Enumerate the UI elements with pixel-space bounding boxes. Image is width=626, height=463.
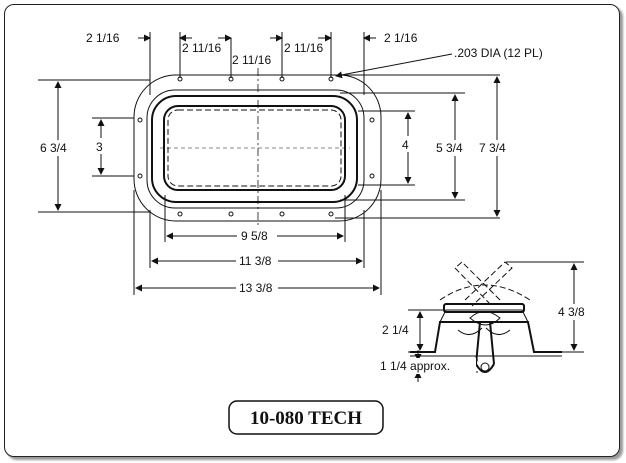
dim-top-mid-left: 2 11/16: [182, 41, 221, 55]
label-masks: [40, 136, 517, 296]
outer-flange: [133, 74, 382, 222]
dim-total-height: 7 3/4: [479, 141, 506, 155]
lid-open-right: [464, 261, 513, 307]
side-base: [410, 321, 562, 353]
dim-top-left: 2 1/16: [86, 31, 120, 45]
title-box: 10-080 TECH: [228, 400, 384, 435]
dim-frame-width: 11 3/8: [239, 254, 272, 268]
extension-lines: [38, 32, 500, 295]
side-handle: [475, 321, 495, 365]
dim-inner-height: 3: [96, 140, 103, 154]
frame-inner: [151, 95, 358, 203]
dim-top-center: 2 11/16: [232, 53, 271, 67]
side-lid: [443, 303, 525, 313]
dim-top-mid-right: 2 11/16: [284, 41, 323, 55]
dim-side-base: 2 1/4: [382, 323, 409, 337]
side-view: [410, 261, 562, 373]
frame-outer: [146, 89, 365, 209]
drawing-title: 10-080 TECH: [250, 408, 362, 429]
dim-side-height: 4 3/8: [558, 305, 585, 319]
mounting-holes: [137, 76, 375, 217]
dim-overall-height: 6 3/4: [40, 141, 67, 155]
dim-hole-dia: .203 DIA (12 PL): [454, 46, 543, 60]
front-view: [133, 68, 382, 225]
dim-side-handle: 1 1/4 approx.: [380, 359, 450, 373]
dim-frame-height: 5 3/4: [436, 141, 463, 155]
side-dims: 4 3/8 2 1/4 1 1/4 approx.: [376, 261, 596, 382]
dim-top-right: 2 1/16: [384, 31, 418, 45]
dim-overall-width: 13 3/8: [239, 281, 273, 295]
dim-opening-height: 4: [402, 138, 409, 152]
dim-opening-width: 9 5/8: [241, 229, 268, 243]
dimension-labels: 2 1/16 2 11/16 2 11/16 2 11/16 2 1/16 .2…: [40, 31, 543, 295]
lid-open-left: [454, 261, 501, 307]
